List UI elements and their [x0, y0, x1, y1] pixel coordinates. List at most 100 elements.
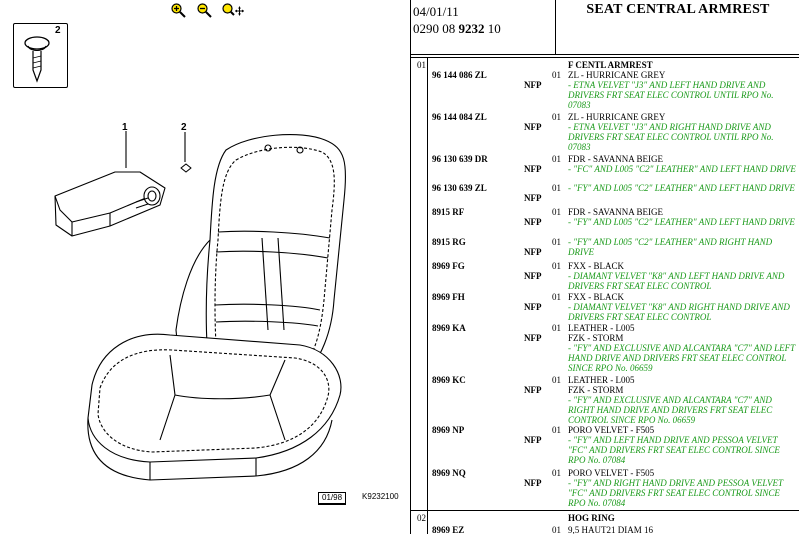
hog-ring-icon	[24, 36, 50, 83]
part-quantity: 01	[552, 207, 561, 217]
part-quantity: 01	[552, 70, 561, 80]
part-quantity: 01	[552, 525, 561, 534]
part-description: ZL - HURRICANE GREY- ETNA VELVET "J3" AN…	[568, 112, 798, 152]
part-description: ZL - HURRICANE GREY- ETNA VELVET "J3" AN…	[568, 70, 798, 110]
part-trim: LEATHER - L005	[568, 375, 635, 385]
part-application-note: - "FC" AND L005 "C2" LEATHER" AND LEFT H…	[568, 164, 796, 174]
part-application-note: - "FY" AND L005 "C2" LEATHER" AND LEFT H…	[568, 217, 795, 227]
hog-ring-detail-box: 2	[13, 23, 68, 88]
part-application-note: - "FY" AND LEFT HAND DRIVE AND PESSOA VE…	[568, 435, 780, 465]
part-quantity: 01	[552, 237, 561, 247]
nfp-flag: NFP	[524, 193, 542, 203]
nfp-flag: NFP	[524, 302, 542, 312]
part-quantity: 01	[552, 154, 561, 164]
callout-label: 2	[55, 25, 61, 36]
part-quantity: 01	[552, 425, 561, 435]
nfp-flag: NFP	[524, 217, 542, 227]
callout-2-label: 2	[181, 122, 187, 133]
pane-divider	[410, 0, 411, 534]
part-number[interactable]: 8969 NQ	[432, 468, 466, 478]
column-divider	[427, 57, 428, 534]
part-quantity: 01	[552, 112, 561, 122]
part-application-note: - DIAMANT VELVET "K8" AND RIGHT HAND DRI…	[568, 302, 790, 322]
part-quantity: 01	[552, 261, 561, 271]
part-trim: FZK - STORM	[568, 385, 624, 395]
part-description: 9,5 HAUT21 DIAM 16	[568, 525, 798, 534]
part-trim: 9,5 HAUT21 DIAM 16	[568, 525, 653, 534]
nfp-flag: NFP	[524, 435, 542, 445]
nfp-flag: NFP	[524, 271, 542, 281]
catalog-date: 04/01/11	[413, 4, 459, 19]
group-divider	[411, 57, 799, 58]
catalog-header: 04/01/11 0290 08 9232 10 SEAT CENTRAL AR…	[411, 0, 799, 55]
part-number[interactable]: 8969 NP	[432, 425, 465, 435]
part-number[interactable]: 8969 FG	[432, 261, 465, 271]
nfp-flag: NFP	[524, 80, 542, 90]
part-number[interactable]: 96 144 086 ZL	[432, 70, 487, 80]
zoom-out-icon[interactable]	[194, 1, 214, 19]
part-quantity: 01	[552, 183, 561, 193]
part-description: PORO VELVET - F505- "FY" AND LEFT HAND D…	[568, 425, 798, 465]
part-description: - "FY" AND L005 "C2" LEATHER" AND LEFT H…	[568, 183, 798, 193]
part-trim: FXX - BLACK	[568, 292, 625, 302]
zoom-move-icon[interactable]	[220, 1, 246, 19]
zoom-toolbar	[168, 1, 246, 19]
part-application-note: - DIAMANT VELVET "K8" AND LEFT HAND DRIV…	[568, 271, 785, 291]
part-trim: FDR - SAVANNA BEIGE	[568, 207, 663, 217]
part-application-note: - "FY" AND L005 "C2" LEATHER" AND LEFT H…	[568, 183, 795, 193]
part-trim: PORO VELVET - F505	[568, 468, 655, 478]
part-number[interactable]: 8969 FH	[432, 292, 465, 302]
catalog-ref: 0290 08 9232 10	[413, 21, 501, 36]
nfp-flag: NFP	[524, 333, 542, 343]
part-application-note: - "FY" AND L005 "C2" LEATHER" AND RIGHT …	[568, 237, 773, 257]
part-trim: LEATHER - L005	[568, 323, 635, 333]
nfp-flag: NFP	[524, 164, 542, 174]
part-description: - "FY" AND L005 "C2" LEATHER" AND RIGHT …	[568, 237, 798, 257]
part-number[interactable]: 8969 KC	[432, 375, 466, 385]
nfp-flag: NFP	[524, 478, 542, 488]
part-trim: FXX - BLACK	[568, 261, 625, 271]
part-application-note: - ETNA VELVET "J3" AND RIGHT HAND DRIVE …	[568, 122, 774, 152]
zoom-in-icon[interactable]	[168, 1, 188, 19]
catalog-ref-block: 04/01/11 0290 08 9232 10	[411, 0, 556, 54]
exploded-drawing: 2	[13, 1, 399, 505]
part-number[interactable]: 8969 KA	[432, 323, 466, 333]
part-quantity: 01	[552, 375, 561, 385]
part-number[interactable]: 96 130 639 DR	[432, 154, 488, 164]
group-title: HOG RING	[568, 513, 615, 523]
part-description: FXX - BLACK- DIAMANT VELVET "K8" AND RIG…	[568, 292, 798, 322]
part-number[interactable]: 96 130 639 ZL	[432, 183, 487, 193]
part-number[interactable]: 8969 EZ	[432, 525, 465, 534]
nfp-flag: NFP	[524, 385, 542, 395]
part-quantity: 01	[552, 468, 561, 478]
part-number[interactable]: 8915 RG	[432, 237, 466, 247]
drawing-ref-code: K9232100	[362, 492, 399, 501]
part-application-note: - "FY" AND EXCLUSIVE AND ALCANTARA "C7" …	[568, 395, 773, 425]
part-description: FXX - BLACK- DIAMANT VELVET "K8" AND LEF…	[568, 261, 798, 291]
part-trim: FZK - STORM	[568, 333, 624, 343]
part-application-note: - "FY" AND RIGHT HAND DRIVE AND PESSOA V…	[568, 478, 783, 508]
part-number[interactable]: 8915 RF	[432, 207, 465, 217]
part-trim: FDR - SAVANNA BEIGE	[568, 154, 663, 164]
part-number[interactable]: 96 144 084 ZL	[432, 112, 487, 122]
callout-1-label: 1	[122, 122, 128, 133]
part-quantity: 01	[552, 292, 561, 302]
parts-table: 01 F CENTL ARMREST 96 144 086 ZL NFP 01 ZL - …	[411, 57, 799, 534]
part-trim: PORO VELVET - F505	[568, 425, 655, 435]
group-divider	[411, 510, 799, 511]
group-number: 01	[417, 60, 426, 70]
part-application-note: - "FY" AND EXCLUSIVE AND ALCANTARA "C7" …	[568, 343, 795, 373]
nfp-flag: NFP	[524, 122, 542, 132]
part-description: PORO VELVET - F505- "FY" AND RIGHT HAND …	[568, 468, 798, 508]
part-trim: ZL - HURRICANE GREY	[568, 112, 666, 122]
drawing-scale: 01/98	[318, 492, 347, 505]
part-application-note: - ETNA VELVET "J3" AND LEFT HAND DRIVE A…	[568, 80, 774, 110]
group-title: F CENTL ARMREST	[568, 60, 653, 70]
page-title: SEAT CENTRAL ARMREST	[586, 2, 770, 17]
part-trim: ZL - HURRICANE GREY	[568, 70, 666, 80]
part-description: FDR - SAVANNA BEIGE- "FC" AND L005 "C2" …	[568, 154, 798, 174]
part-description: FDR - SAVANNA BEIGE- "FY" AND L005 "C2" …	[568, 207, 798, 227]
drawing-reference: 01/98 K9232100	[318, 492, 399, 505]
